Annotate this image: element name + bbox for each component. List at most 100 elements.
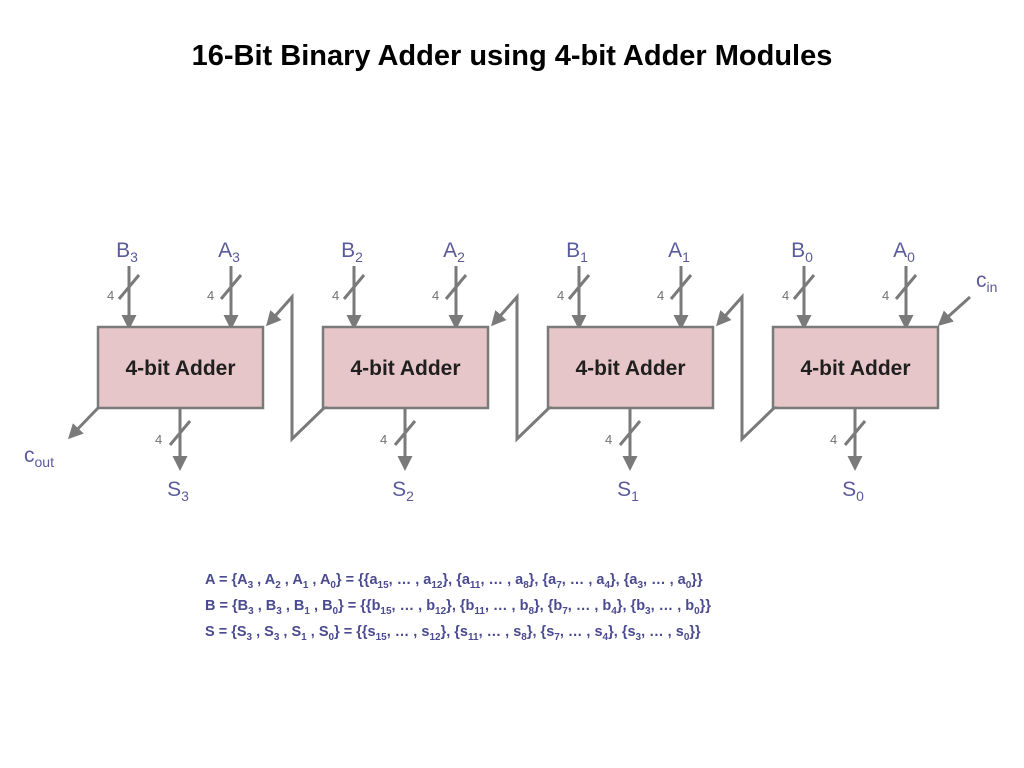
carry-out-wire: [67, 406, 100, 440]
equation-term: , … , s: [641, 623, 684, 640]
equation-subscript: 3: [637, 579, 644, 591]
equation-subscript: 1: [302, 579, 309, 591]
equation-lhs: S = {: [205, 623, 237, 640]
equation-term: {s: [454, 623, 468, 640]
equation-separator: ,: [253, 572, 265, 588]
bus-width-slash: [618, 420, 642, 446]
equation-term: {b: [630, 597, 646, 614]
equation-term: S: [291, 623, 302, 640]
bus-width-slash: [219, 274, 243, 300]
equation-subscript: 3: [246, 631, 253, 643]
equation-term: {s: [361, 623, 376, 640]
equation-b: B = {B3 , B3 , B1 , B0} = {{b15, … , b12…: [205, 596, 711, 622]
equation-separator: },: [442, 572, 457, 588]
equation-subscript: 7: [556, 579, 562, 591]
equation-term: {s: [540, 623, 555, 640]
bus-width-label: 4: [830, 432, 837, 447]
equation-separator: }}: [691, 572, 703, 588]
equation-term: B: [293, 597, 305, 614]
equation-s: S = {S3 , S3 , S1 , S0} = {{s15, … , s12…: [205, 622, 711, 648]
output-label-s: S0: [842, 478, 864, 504]
equation-term: {a: [542, 572, 557, 588]
equation-separator: ,: [253, 597, 266, 614]
bus-width-label: 4: [380, 432, 387, 447]
equation-separator: ,: [281, 597, 294, 614]
output-label-s: S1: [617, 478, 639, 504]
carry-wire: [716, 293, 778, 443]
equation-separator: ,: [252, 623, 265, 640]
equation-term: B: [265, 597, 277, 614]
equation-term: {a: [456, 572, 470, 588]
equation-separator: } = {: [338, 597, 366, 614]
bus-width-label: 4: [882, 288, 889, 303]
adder-box-label: 4-bit Adder: [350, 357, 460, 380]
equation-term: , … , b: [567, 597, 612, 614]
bus-equations: A = {A3 , A2 , A1 , A0} = {{a15, … , a12…: [205, 570, 711, 648]
equation-subscript: 8: [528, 605, 535, 617]
equation-subscript: 0: [694, 605, 700, 617]
bus-width-slash: [567, 274, 591, 300]
output-label-s: S2: [392, 478, 414, 504]
equation-term: , … , s: [478, 623, 522, 640]
equation-subscript: 11: [469, 579, 481, 591]
equation-term: {b: [459, 597, 475, 614]
carry-out-label: cout: [24, 444, 54, 470]
equation-subscript: 0: [683, 631, 690, 643]
equation-term: S: [318, 623, 329, 640]
page-title: 16-Bit Binary Adder using 4-bit Adder Mo…: [191, 40, 833, 72]
equation-subscript: 3: [645, 605, 651, 617]
adder-box: [546, 325, 715, 410]
equation-subscript: 7: [554, 631, 560, 643]
output-label-s: S3: [167, 478, 189, 504]
equation-subscript: 8: [521, 631, 527, 643]
input-label-b: B2: [341, 239, 363, 265]
equation-term: , … , s: [386, 623, 430, 640]
bus-width-slash: [669, 274, 693, 300]
equation-term: A: [292, 572, 303, 588]
carry-in-label: cin: [976, 269, 997, 295]
bus-width-label: 4: [107, 288, 114, 303]
equation-term: {s: [621, 623, 636, 640]
equation-term: , … , a: [561, 572, 605, 588]
bus-width-label: 4: [605, 432, 612, 447]
equation-subscript: 11: [474, 605, 485, 617]
bus-width-slash: [342, 274, 366, 300]
input-label-a: A3: [218, 239, 240, 265]
bus-width-label: 4: [155, 432, 162, 447]
equation-subscript: 0: [685, 579, 692, 591]
bus-width-label: 4: [657, 288, 664, 303]
equation-subscript: 7: [562, 605, 568, 617]
equation-separator: } = {: [335, 572, 364, 588]
equation-subscript: 15: [375, 631, 387, 643]
equation-separator: ,: [306, 623, 319, 640]
equation-term: , … , s: [559, 623, 603, 640]
equation-subscript: 8: [523, 579, 529, 591]
equation-subscript: 1: [301, 631, 307, 643]
equation-term: , … , a: [480, 572, 524, 588]
bus-width-slash: [792, 274, 816, 300]
equation-subscript: 0: [328, 631, 335, 643]
equation-separator: },: [526, 623, 541, 640]
equation-subscript: 2: [275, 579, 281, 591]
equation-separator: ,: [308, 572, 320, 588]
bus-width-slash: [894, 274, 918, 300]
equation-subscript: 0: [332, 605, 339, 617]
equation-term: , … , b: [484, 597, 529, 614]
adder-box-label: 4-bit Adder: [575, 357, 685, 380]
bus-width-slash: [117, 274, 141, 300]
input-label-a: A2: [443, 239, 465, 265]
equation-term: , … , b: [391, 597, 436, 614]
equation-term: , … , a: [643, 572, 686, 588]
equation-subscript: 3: [248, 605, 254, 617]
bus-width-label: 4: [557, 288, 564, 303]
equation-separator: ,: [309, 597, 323, 614]
bus-width-label: 4: [332, 288, 339, 303]
equation-separator: ,: [279, 623, 292, 640]
equation-separator: },: [534, 597, 548, 614]
equation-subscript: 4: [602, 631, 609, 643]
equation-term: , … , b: [650, 597, 695, 614]
equation-separator: } = {: [334, 623, 362, 640]
equation-separator: }}: [699, 597, 711, 614]
equation-subscript: 15: [377, 579, 389, 591]
